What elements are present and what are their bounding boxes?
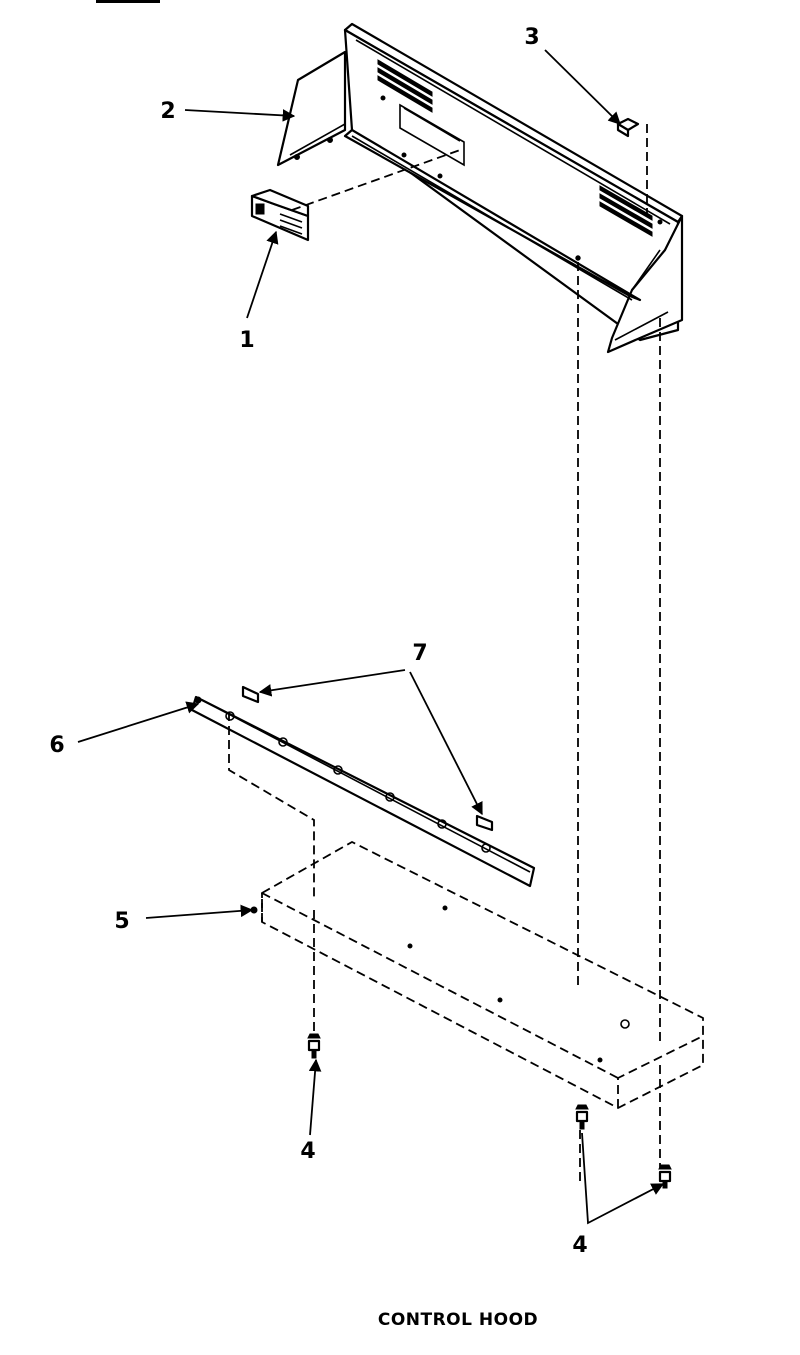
assembly-lines — [228, 124, 661, 1185]
screw-right-front — [575, 1104, 589, 1130]
callout-5: 5 — [114, 909, 129, 934]
callout-numbers: 1 2 3 4 4 5 6 7 — [49, 25, 587, 1258]
trim-clips — [241, 685, 494, 832]
callout-7: 7 — [412, 641, 427, 666]
callout-2: 2 — [160, 99, 175, 124]
top-edge-mark — [96, 0, 160, 3]
hood-clip — [616, 117, 640, 138]
callout-1: 1 — [239, 328, 254, 353]
nameplate — [250, 188, 310, 242]
control-panel-base — [250, 840, 704, 1110]
callout-4-right: 4 — [572, 1233, 587, 1258]
callout-4-left: 4 — [300, 1139, 315, 1164]
callout-6: 6 — [49, 733, 64, 758]
screw-left — [307, 1033, 321, 1059]
callout-3: 3 — [524, 25, 539, 50]
control-hood-panel — [276, 22, 684, 354]
screw-right-rear — [658, 1164, 672, 1189]
diagram-caption: CONTROL HOOD — [378, 1310, 538, 1330]
leader-lines — [77, 49, 665, 1225]
trim-strip — [190, 695, 536, 888]
